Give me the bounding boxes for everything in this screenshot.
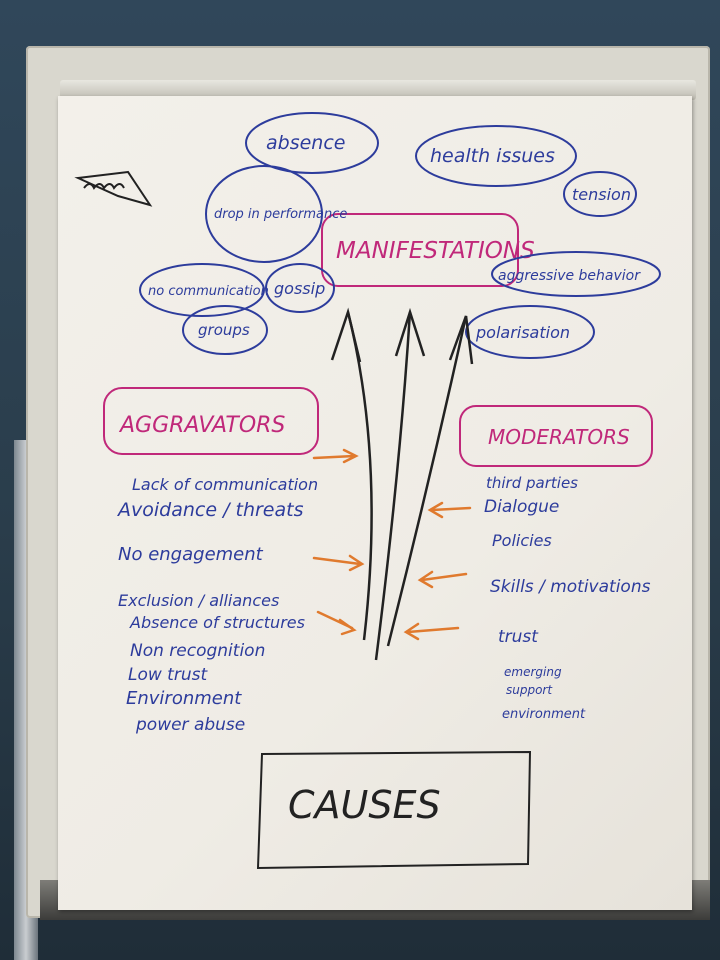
aggravator-item-4: Exclusion / alliances [118,591,279,610]
moderator-item-5: trust [498,627,539,647]
oval-health-issues [415,125,577,187]
aggravator-item-2: Avoidance / threats [116,499,304,521]
aggravator-item-1: Lack of communication [132,475,318,494]
aggravator-item-7: Low trust [128,665,208,685]
manifestations-title: MANIFESTATIONS [336,238,535,264]
manifestation-gossip: gossip [274,279,325,298]
easel-clip-bar [60,80,696,100]
manifestation-polarisation: polarisation [475,323,570,342]
manifestation-tension: tension [572,185,631,204]
moderator-item-8: environment [502,707,586,722]
flipchart-paper [58,96,692,910]
moderators-title: MODERATORS [488,425,630,449]
moderator-item-3: Policies [492,531,552,550]
aggravator-item-3: No engagement [118,544,264,565]
oval-tension [563,171,637,217]
oval-drop-in-performance [205,165,323,263]
oval-aggressive-behavior [491,251,661,297]
manifestations-box [321,213,519,287]
moderator-item-4: Skills / motivations [490,577,651,597]
corner-sketch [74,170,153,207]
moderators-box [459,405,653,467]
moderator-item-2: Dialogue [484,497,559,517]
causes-box [256,750,532,870]
moderator-item-7: support [506,683,553,697]
aggravator-item-8: Environment [126,688,242,709]
manifestation-groups: groups [198,321,250,339]
upward-arrows [330,307,474,661]
oval-polarisation [465,305,595,359]
aggravators-box [103,387,319,455]
moderator-item-1: third parties [486,474,578,492]
aggravators-title: AGGRAVATORS [118,413,285,438]
orange-arrows [312,448,472,641]
oval-gossip [265,263,335,313]
causes-title: CAUSES [288,783,441,827]
manifestation-health-issues: health issues [430,145,555,167]
oval-absence [245,112,379,174]
manifestation-absence: absence [266,132,345,154]
moderator-item-6: emerging [504,665,562,679]
oval-groups [182,305,268,355]
aggravator-item-5: Absence of structures [129,613,305,632]
manifestation-aggressive-behavior: aggressive behavior [498,268,641,284]
manifestation-no-communication: no communication [148,284,269,299]
manifestation-drop-in-performance: drop in performance [214,207,347,222]
aggravator-item-9: power abuse [135,715,245,735]
aggravator-item-6: Non recognition [130,641,265,661]
oval-no-communication [139,263,265,317]
